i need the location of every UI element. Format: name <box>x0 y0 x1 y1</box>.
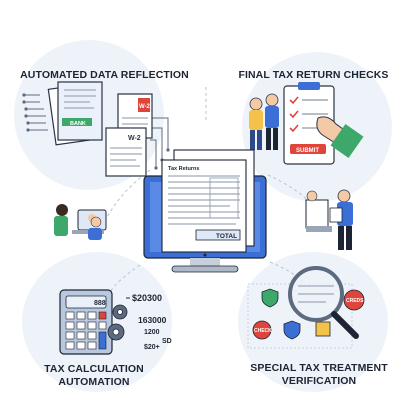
heading-final-tax-return-checks: FINAL TAX RETURN CHECKS <box>238 69 389 81</box>
total-label: TOTAL <box>216 233 237 240</box>
gear-icons <box>107 304 128 341</box>
calculator: 888 <box>59 289 113 355</box>
value-3: 1200 <box>144 329 160 336</box>
form-title: Tax Returns <box>168 166 199 172</box>
heading-automated-data-reflection: AUTOMATED DATA REFLECTION <box>20 69 189 81</box>
credits-label: CREDS <box>346 298 364 304</box>
value-1: $20300 <box>132 293 162 303</box>
checklist-clipboard: SUBMIT <box>283 82 364 165</box>
w2-label-a: W-2 <box>139 104 151 110</box>
check-badge-label: CHECK <box>254 328 272 334</box>
people-at-desk-left <box>54 204 107 240</box>
heading-tax-calculation: TAX CALCULATION <box>44 363 144 375</box>
tax-treatment-icons: CHECK CREDS <box>247 283 365 349</box>
value-5: $20+ <box>144 344 160 351</box>
people-checking <box>249 93 279 150</box>
data-flow-lines <box>24 81 169 168</box>
people-reviewing-right <box>305 189 353 250</box>
document-stack: BANK W-2 W-2 <box>47 81 153 177</box>
tax-return-form: Tax Returns TOTAL <box>161 149 255 253</box>
value-2: 163000 <box>138 315 167 325</box>
value-4: SD <box>162 338 172 345</box>
submit-label: SUBMIT <box>296 148 319 154</box>
heading-verification: VERIFICATION <box>281 375 357 387</box>
heading-automation: AUTOMATION <box>58 376 130 388</box>
heading-special-tax-treatment: SPECIAL TAX TREATMENT <box>250 362 388 374</box>
magnifying-glass-icon <box>288 266 359 339</box>
calculation-values: $20300 163000 1200 SD $20+ <box>126 293 172 351</box>
calculator-display: 888 <box>94 300 106 307</box>
w2-label-b: W-2 <box>128 135 141 142</box>
bank-label: BANK <box>70 121 86 127</box>
